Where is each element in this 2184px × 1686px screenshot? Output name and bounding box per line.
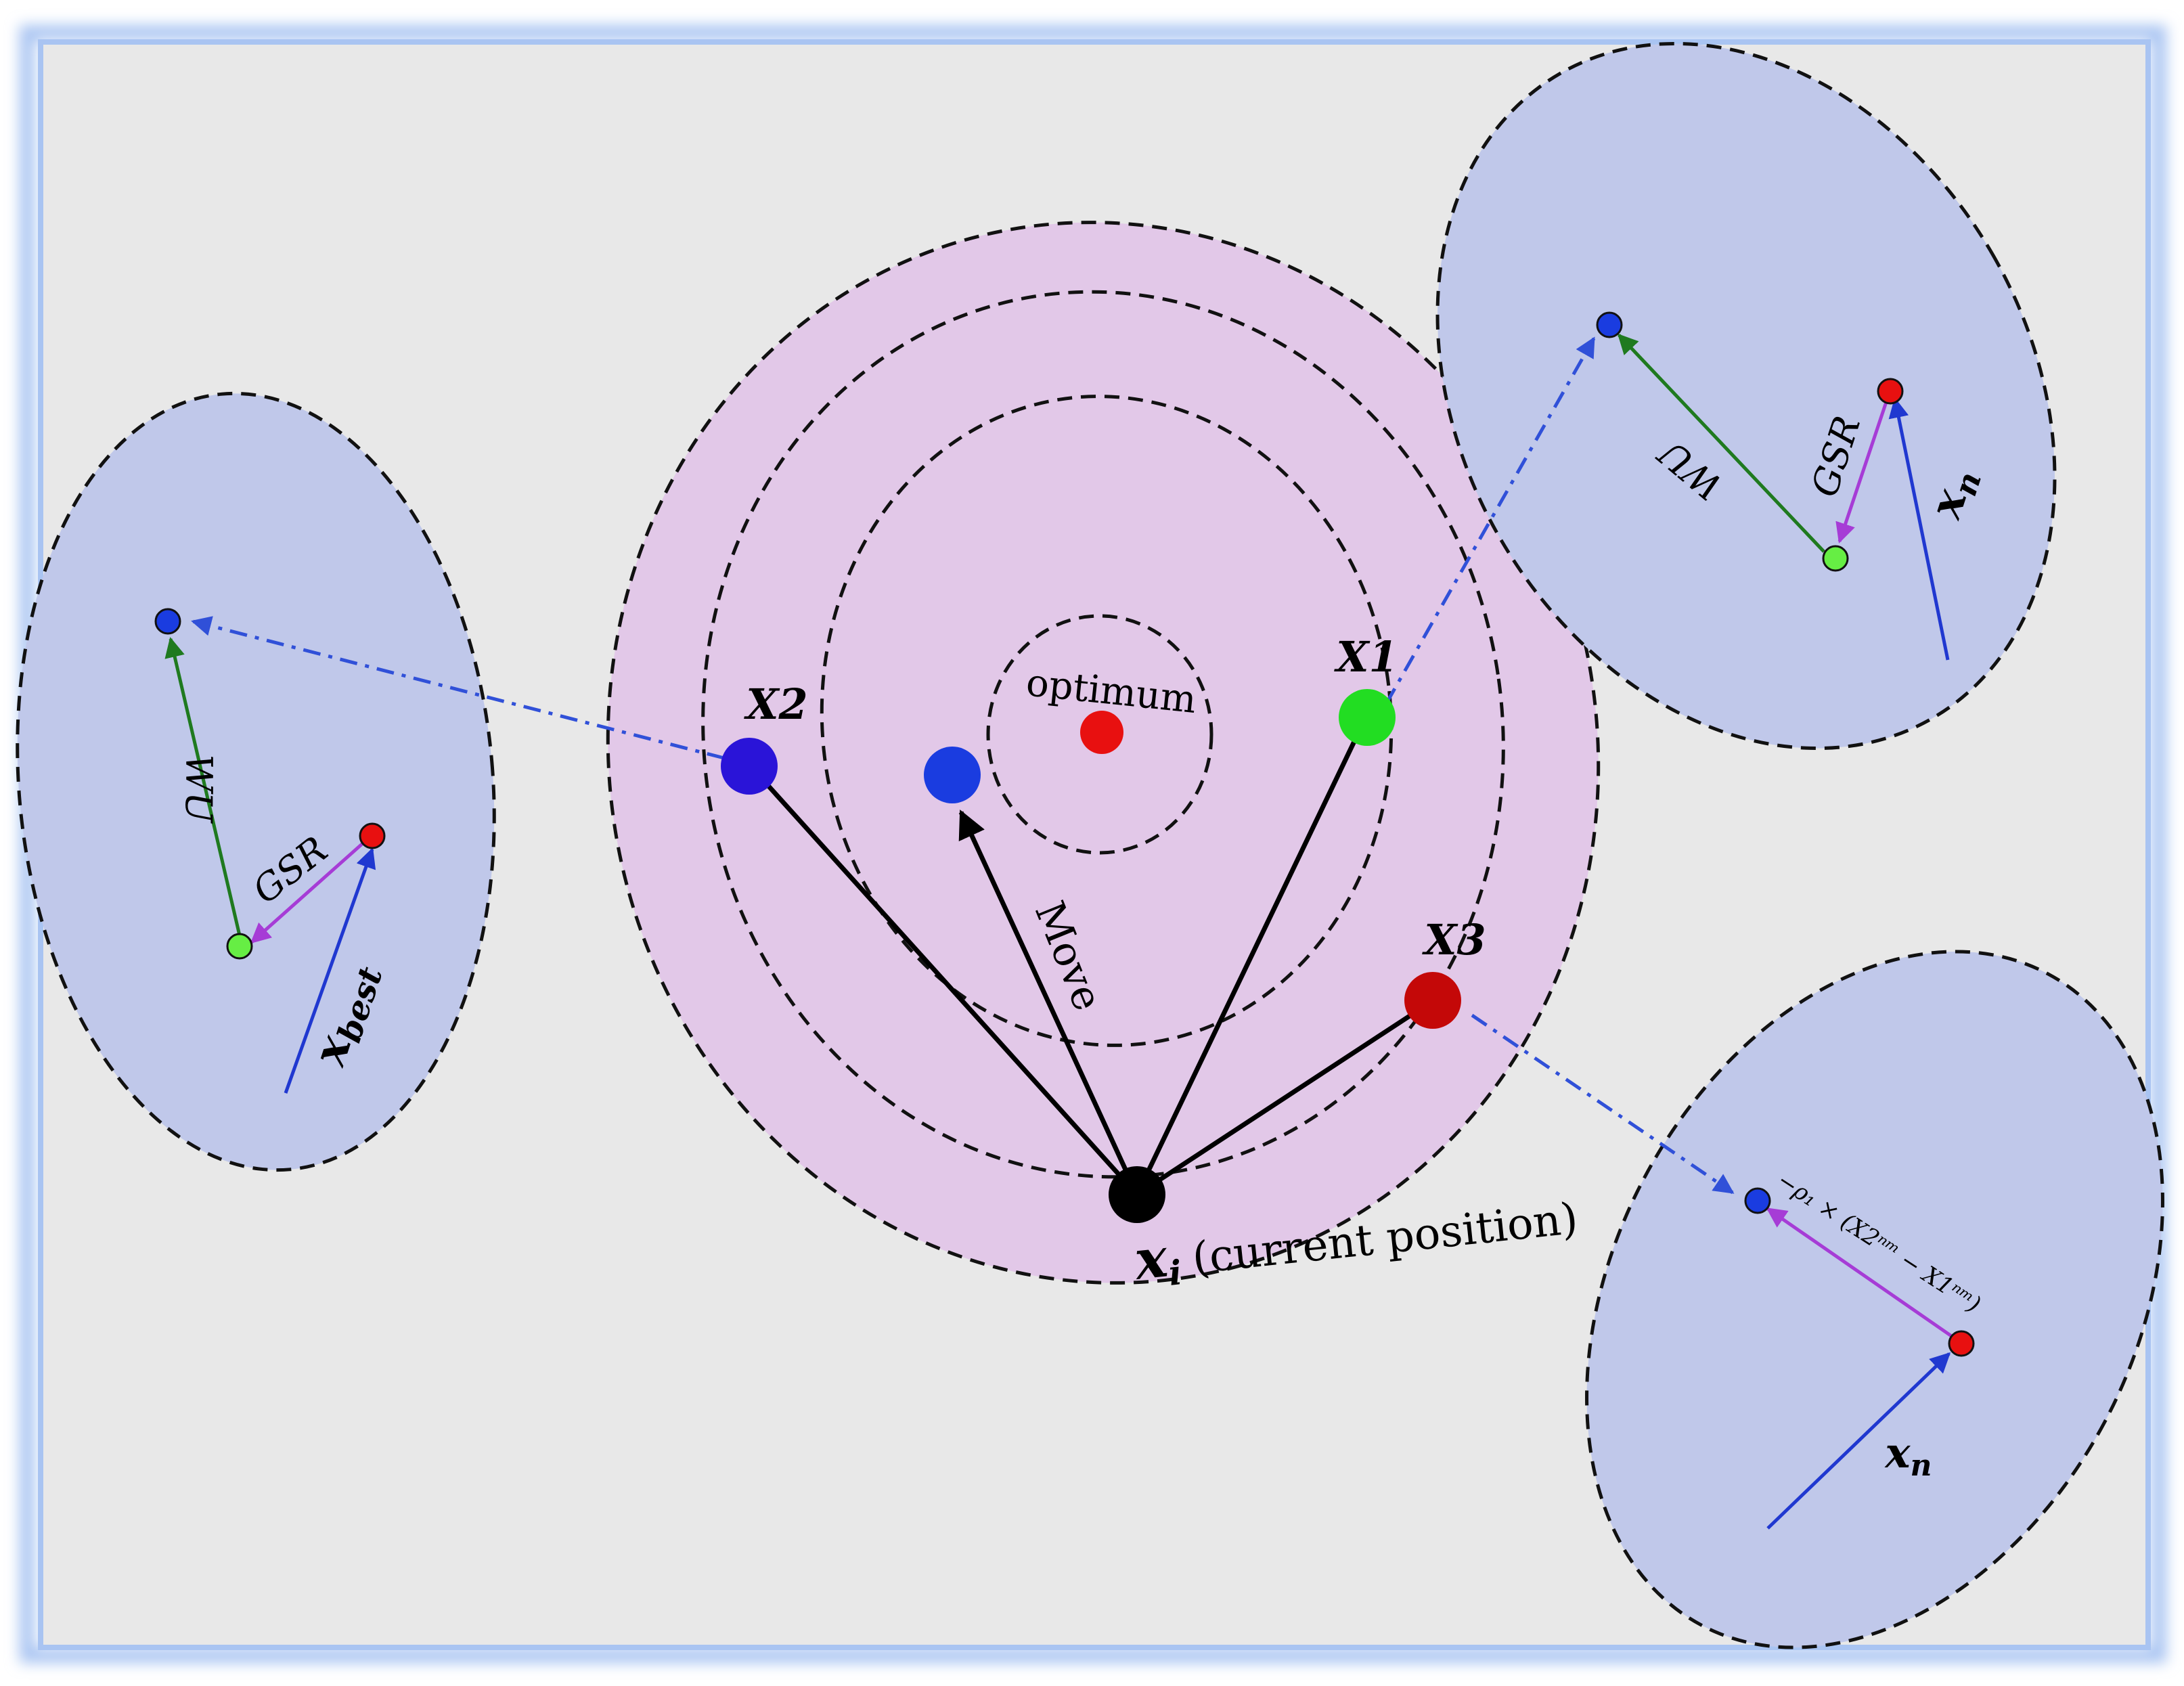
move-arrow <box>958 809 1140 1196</box>
contour-2 <box>820 395 1394 1047</box>
optimum-point <box>1080 711 1123 754</box>
bottom-right-region <box>1585 950 2164 1649</box>
line-xi-to-x3 <box>1136 998 1435 1197</box>
br-xn-label: xn <box>1884 1428 1932 1483</box>
contour-1 <box>986 614 1213 855</box>
x1-label: X1 <box>1333 632 1398 682</box>
link-x3-to-bottom-right <box>1471 1013 1735 1195</box>
top-right-region <box>1435 41 2057 751</box>
tr-gsr-arrow <box>1835 395 1890 543</box>
tr-blue-point <box>1596 311 1623 338</box>
left-red-point <box>359 822 386 849</box>
left-region <box>16 391 496 1172</box>
contour-3 <box>701 290 1505 1179</box>
left-wu-arrow <box>164 637 244 945</box>
tr-xn-arrow <box>1888 397 1950 661</box>
line-xi-to-x1 <box>1134 716 1368 1196</box>
left-blue-point <box>154 608 181 635</box>
left-green-point <box>226 933 253 960</box>
br-formula-arrow <box>1766 1207 1961 1344</box>
x2-label: X2 <box>743 680 807 729</box>
link-x1-to-top-right <box>1384 336 1596 705</box>
br-blue-point <box>1744 1187 1771 1214</box>
tr-green-point <box>1822 545 1849 572</box>
tr-red-point <box>1877 378 1904 405</box>
x1-point <box>1339 689 1396 746</box>
br-xn-symbol: x <box>1884 1428 1911 1478</box>
br-red-point <box>1948 1330 1975 1357</box>
x3-point <box>1404 972 1461 1029</box>
tr-wu-arrow <box>1617 333 1825 553</box>
left-gsr-arrow <box>250 837 370 944</box>
x3-label: X3 <box>1421 915 1486 964</box>
move-target-point <box>924 747 981 803</box>
left-xbest-arrow <box>284 847 376 1094</box>
x2-point <box>721 738 778 795</box>
br-xn-arrow <box>1766 1352 1951 1530</box>
br-xn-subscript: n <box>1910 1448 1932 1483</box>
left-wu-label: WU <box>177 754 220 824</box>
link-x2-to-left <box>191 616 725 760</box>
line-xi-to-x2 <box>749 765 1139 1197</box>
xi-symbol: x <box>1130 1225 1172 1292</box>
current-position-point <box>1109 1166 1165 1223</box>
